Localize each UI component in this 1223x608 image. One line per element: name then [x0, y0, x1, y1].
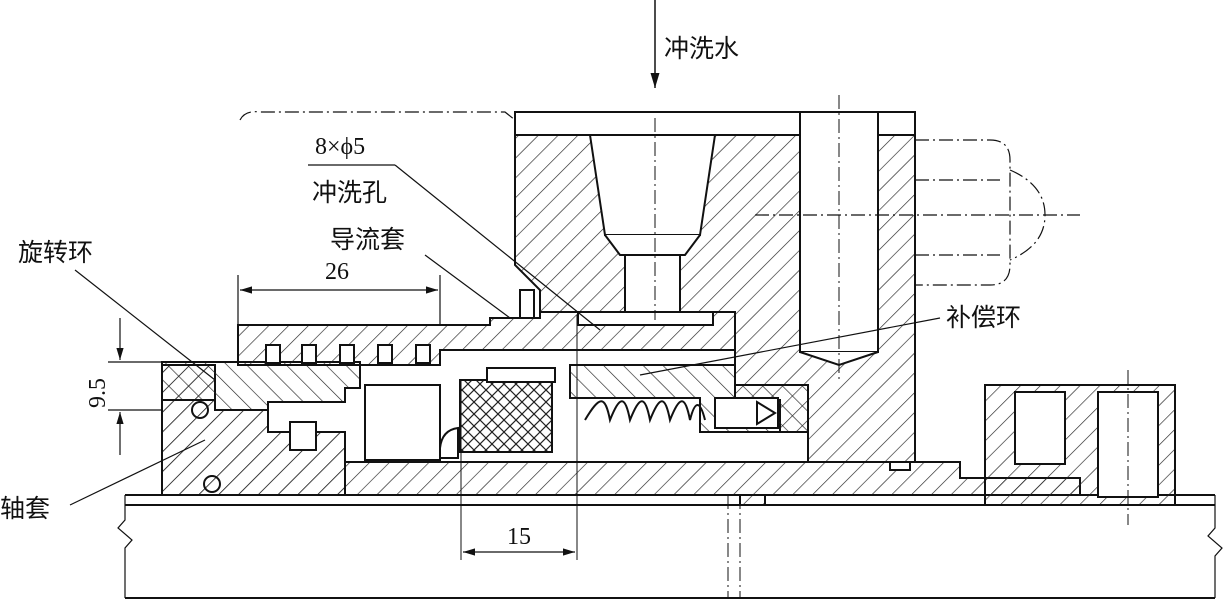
- label-flush-hole: 冲洗孔: [312, 178, 388, 207]
- label-compensation-ring: 补偿环: [946, 303, 1022, 332]
- shaft: [117, 494, 1223, 599]
- label-flush-water: 冲洗水: [664, 34, 740, 63]
- rotating-ring: [161, 361, 361, 493]
- label-hole-spec: 8×ϕ5: [315, 134, 366, 160]
- gland-housing: [514, 95, 916, 463]
- label-rotating-ring: 旋转环: [18, 238, 94, 267]
- compensation-ring: [364, 364, 809, 461]
- dim-26-label: 26: [325, 259, 349, 285]
- dim-26: [237, 275, 441, 325]
- shaft-collar: [984, 370, 1176, 525]
- leader-lines: [69, 164, 941, 506]
- dim-15-label: 15: [507, 524, 531, 550]
- label-guide-sleeve: 导流套: [330, 225, 406, 254]
- label-shaft-sleeve: 轴套: [0, 494, 51, 523]
- dim-9-5-label: 9.5: [85, 378, 111, 408]
- dim-9-5: [108, 318, 162, 455]
- guide-sleeve: [237, 289, 736, 366]
- bolt-head: [755, 139, 1080, 286]
